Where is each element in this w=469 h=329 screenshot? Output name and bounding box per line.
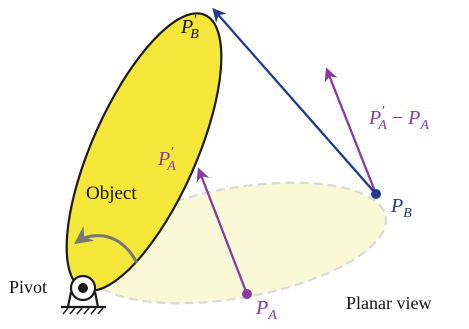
pa-sub: A — [267, 308, 277, 323]
pa-main: P — [255, 297, 268, 319]
point-pa — [242, 289, 252, 299]
pa-prime-sub: A — [166, 159, 176, 174]
pa-prime-label: P′A — [157, 145, 176, 174]
diff-p1: P — [368, 107, 381, 129]
diff-p2-sub: A — [419, 118, 429, 133]
rotation-arrow — [74, 226, 139, 264]
pb-sub: B — [403, 206, 412, 221]
pb-prime-label: P′B — [180, 13, 199, 42]
vector-pa-to-paprime — [196, 167, 249, 295]
vector-displacement — [324, 67, 378, 195]
pb-prime-sub: B — [190, 27, 199, 42]
diff-p1-sup: ′ — [381, 104, 385, 119]
pa-label: PA — [255, 297, 277, 323]
displacement-label: P′A − PA — [368, 104, 429, 133]
pb-main: P — [390, 195, 403, 217]
pivot-label: Pivot — [9, 277, 47, 297]
object-label: Object — [86, 183, 137, 204]
pivot-icon — [61, 274, 106, 315]
point-pb — [371, 189, 381, 199]
diff-p2: P — [407, 107, 420, 129]
pb-prime-main: P — [180, 16, 193, 38]
pa-prime-main: P — [157, 148, 170, 170]
diff-minus: − — [387, 107, 408, 129]
pb-prime-sup: ′ — [193, 13, 197, 28]
planar-view-label: Planar view — [346, 293, 431, 313]
diff-p1-sub: A — [377, 118, 387, 133]
vector-pb-to-pbprime — [212, 7, 377, 195]
pa-prime-sup: ′ — [170, 145, 174, 160]
pb-label: PB — [390, 195, 412, 221]
